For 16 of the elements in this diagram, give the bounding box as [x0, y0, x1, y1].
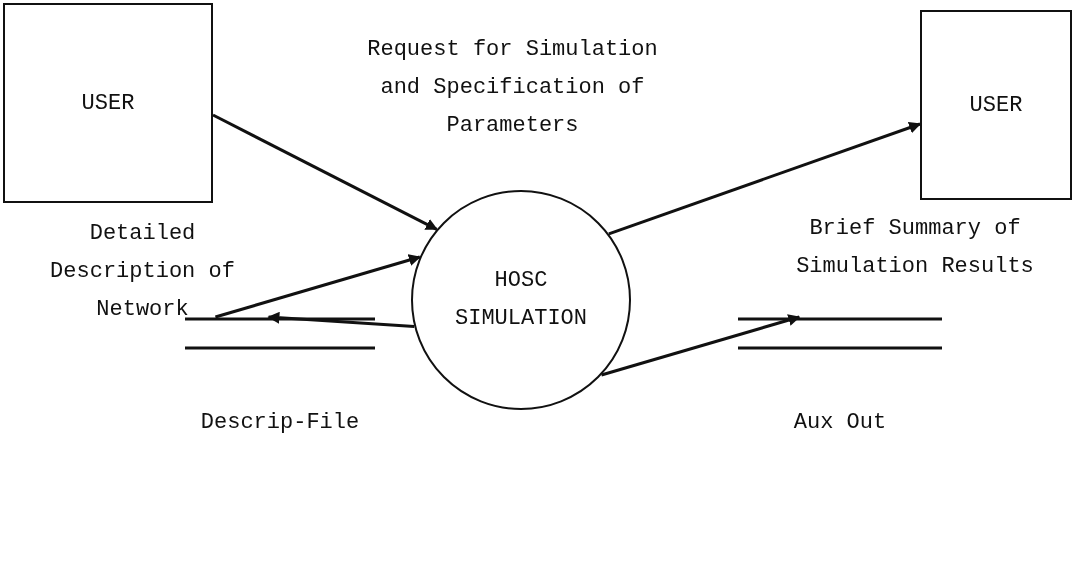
arrow	[267, 311, 415, 329]
arrow	[212, 113, 438, 231]
edge-label: Detailed Description of Network	[49, 220, 236, 324]
arrow	[601, 314, 801, 377]
edge-label: Brief Summary of Simulation Results	[795, 215, 1035, 281]
store-label: Descrip-File	[199, 410, 361, 435]
node-label: USER	[81, 90, 135, 116]
external-entity-box	[920, 10, 1072, 200]
node-label: USER	[969, 92, 1023, 118]
external-entity-box	[3, 3, 213, 203]
arrow	[215, 254, 421, 319]
store-label: Aux Out	[792, 410, 888, 435]
arrow	[608, 121, 922, 236]
process-circle	[411, 190, 631, 410]
node-label: HOSC SIMULATION	[454, 267, 588, 333]
edge-label: Request for Simulation and Specification of Parameters	[366, 36, 659, 140]
